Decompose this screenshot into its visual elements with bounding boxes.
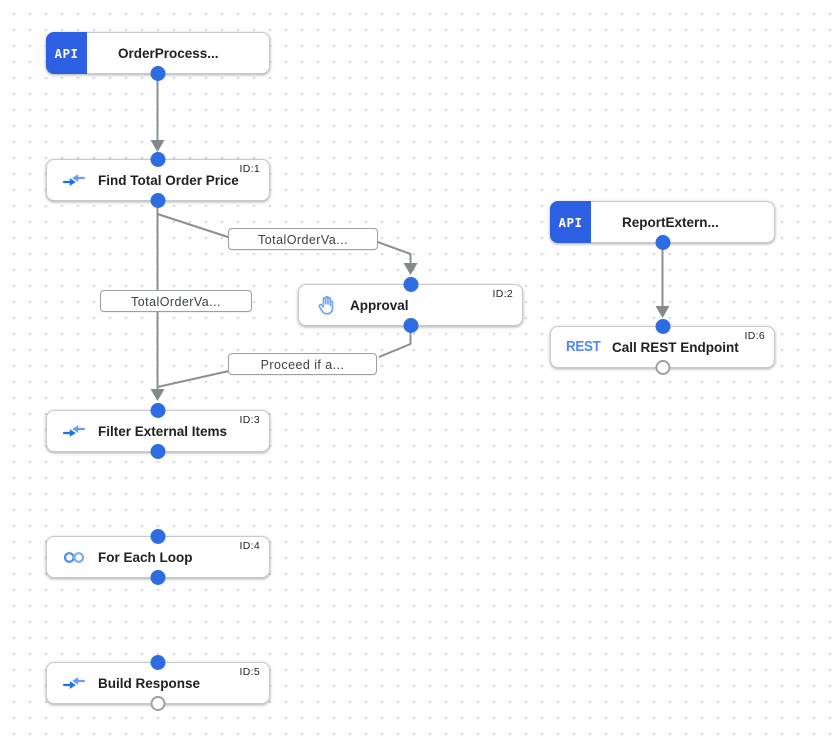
edge-label-totalorder-2[interactable]: TotalOrderVa... xyxy=(100,290,252,312)
output-port[interactable] xyxy=(150,570,166,585)
task-id-label: ID:3 xyxy=(239,414,260,426)
edge-orderprocess-to-findtotal[interactable] xyxy=(150,74,165,152)
rest-icon: REST xyxy=(566,339,601,355)
node-title: For Each Loop xyxy=(98,549,193,565)
task-node-for-each-loop[interactable]: ID:4 For Each Loop xyxy=(46,529,270,585)
data-mapping-icon xyxy=(62,424,86,438)
trigger-node-orderprocess[interactable]: API OrderProcess... xyxy=(46,32,270,81)
task-node-filter-external-items[interactable]: ID:3 Filter External Items xyxy=(46,403,270,459)
edge-label-totalorder-1[interactable]: TotalOrderVa... xyxy=(228,228,378,250)
task-node-call-rest-endpoint[interactable]: ID:6 REST Call REST Endpoint xyxy=(550,319,775,375)
data-mapping-icon xyxy=(62,676,86,690)
task-node-find-total-order-price[interactable]: ID:1 Find Total Order Price xyxy=(46,152,270,208)
task-id-label: ID:1 xyxy=(239,163,260,175)
output-port[interactable] xyxy=(150,193,166,208)
trigger-node-reportextern[interactable]: API ReportExtern... xyxy=(550,201,775,250)
api-trigger-icon: API xyxy=(550,201,591,243)
output-port[interactable] xyxy=(150,66,166,81)
for-each-loop-icon xyxy=(62,550,86,565)
node-title: Approval xyxy=(350,297,409,313)
task-id-label: ID:6 xyxy=(744,330,765,342)
node-title: ReportExtern... xyxy=(622,214,719,230)
input-port[interactable] xyxy=(150,152,166,167)
node-title: Build Response xyxy=(98,675,201,691)
task-id-label: ID:5 xyxy=(239,666,260,678)
node-title: OrderProcess... xyxy=(118,45,219,61)
output-port[interactable] xyxy=(655,235,670,250)
api-trigger-icon: API xyxy=(46,32,87,74)
input-port[interactable] xyxy=(655,319,670,334)
data-mapping-icon xyxy=(62,173,86,187)
edge-reportextern-to-callrest[interactable] xyxy=(655,243,670,318)
node-title: Filter External Items xyxy=(98,423,228,439)
approval-hand-icon xyxy=(314,295,338,316)
output-port[interactable] xyxy=(403,318,418,333)
output-port-unconnected[interactable] xyxy=(150,696,166,711)
task-id-label: ID:4 xyxy=(239,540,260,552)
output-port[interactable] xyxy=(150,444,166,459)
node-title: Find Total Order Price xyxy=(98,172,239,188)
input-port[interactable] xyxy=(403,277,418,292)
input-port[interactable] xyxy=(150,529,166,544)
node-title: Call REST Endpoint xyxy=(612,339,739,355)
task-node-approval[interactable]: ID:2 Approval xyxy=(298,277,523,333)
input-port[interactable] xyxy=(150,403,166,418)
edge-label-proceed-if[interactable]: Proceed if a... xyxy=(228,353,377,375)
input-port[interactable] xyxy=(150,655,166,670)
task-node-build-response[interactable]: ID:5 Build Response xyxy=(46,655,270,711)
task-id-label: ID:2 xyxy=(492,288,513,300)
output-port-unconnected[interactable] xyxy=(655,360,670,375)
